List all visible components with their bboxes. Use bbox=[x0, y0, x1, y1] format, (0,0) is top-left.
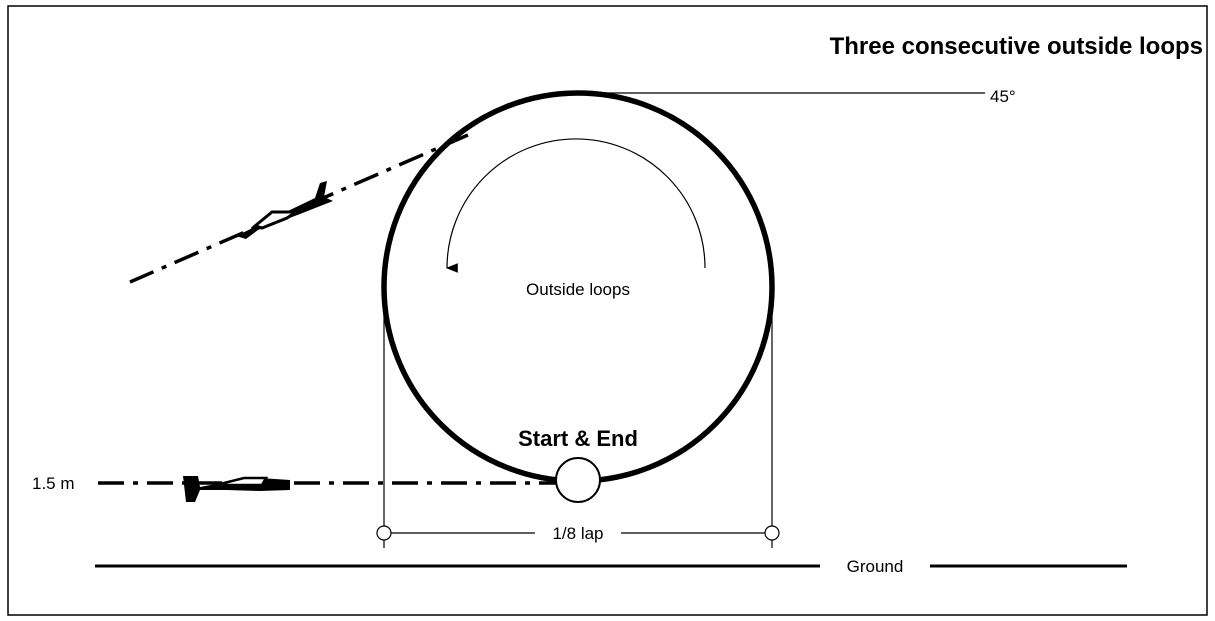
angle-label: 45° bbox=[990, 87, 1016, 106]
inner-loop-label: Outside loops bbox=[526, 280, 630, 299]
direction-arrow bbox=[445, 138, 706, 273]
right-pin-marker bbox=[764, 525, 780, 548]
left-pin-marker bbox=[376, 525, 392, 548]
start-end-label: Start & End bbox=[518, 426, 638, 451]
height-label: 1.5 m bbox=[32, 474, 75, 493]
airplane-icon-45 bbox=[236, 181, 333, 239]
lap-label: 1/8 lap bbox=[552, 524, 603, 543]
start-end-marker bbox=[555, 457, 601, 503]
ground-label: Ground bbox=[847, 557, 904, 576]
diagram-title: Three consecutive outside loops bbox=[830, 33, 1203, 60]
diagram-frame bbox=[7, 5, 1208, 616]
airplane-icon-low bbox=[183, 476, 290, 502]
